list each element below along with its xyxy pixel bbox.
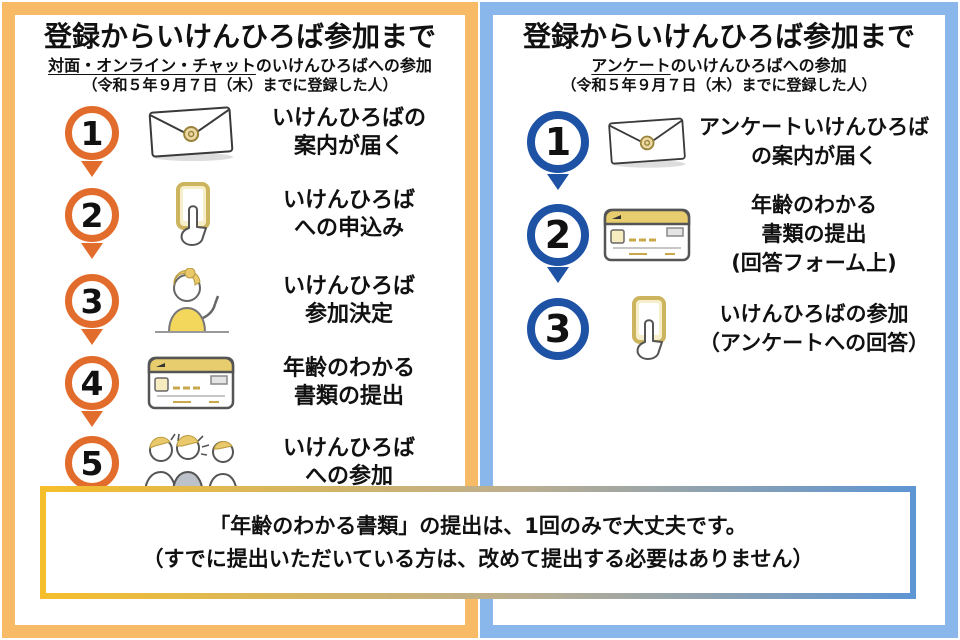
id-card-icon [599,206,695,264]
panel-subnote: （令和５年９月７日（木）までに登録した人） [82,76,398,94]
step-number-circle: 3 [527,298,589,360]
step-text-line: への参加 [304,464,393,489]
arrow-down-icon [547,174,569,190]
note-line: 「年齢のわかる書類」の提出は、1回のみで大丈夫です。 [209,513,747,538]
step-text-line: 参加決定 [304,302,393,327]
step-row: 2 年齢 [527,191,933,283]
left-panel: 登録からいけんひろば参加まで 対面・オンライン・チャットのいけんひろばへの参加 … [2,2,478,638]
step-text-line: いけんひろばの参加 [719,302,909,326]
subtitle-underlined: アンケート [591,56,671,75]
envelope-icon [135,104,247,162]
steps-list: 1 アンケートいけんひろば [527,111,933,362]
step-row: 5 [65,432,451,494]
subtitle-underlined: 対面・オンライン・チャット [48,56,256,75]
subtitle-rest: のいけんひろばへの参加 [255,56,432,75]
phone-tap-icon [135,182,247,248]
panel-subnote: （令和５年９月７日（木）までに登録した人） [561,76,877,94]
steps-list: 1 いけんひろばの 案内 [65,104,451,494]
note-line: （すでに提出いただいている方は、改めて提出する必要はありません） [142,546,814,571]
people-talking-icon [135,432,247,494]
person-decided-icon [135,268,247,334]
subtitle-rest: のいけんひろばへの参加 [670,56,847,75]
step-text-line: 案内が届く [293,134,404,159]
arrow-down-icon [81,161,103,177]
step-number-circle: 3 [65,274,119,328]
step-row: 1 いけんひろばの 案内 [65,104,451,177]
panel-subtitle: アンケートのいけんひろばへの参加 [501,55,937,76]
step-number-circle: 2 [527,203,589,266]
note-box: 「年齢のわかる書類」の提出は、1回のみで大丈夫です。 （すでに提出いただいている… [40,486,916,599]
step-text-line: への申込み [293,216,404,241]
step-row: 4 年齢 [65,354,451,427]
step-row: 2 いけんひろば への申込み [65,182,451,259]
arrow-down-icon [81,329,103,345]
step-text-line: 年齢のわかる [282,356,415,381]
step-text-line: いけんひろばの [271,106,426,131]
step-text-line: いけんひろば [282,188,415,213]
id-card-icon [135,354,247,412]
step-number-circle: 4 [65,356,119,410]
step-text-line: 年齢のわかる [751,193,877,217]
step-row: 1 アンケートいけんひろば [527,111,933,190]
step-number-circle: 1 [65,106,119,160]
step-row: 3 いけんひろば 参加決定 [65,268,451,345]
phone-tap-icon [599,296,695,362]
step-text-line: (回答フォーム上) [731,251,897,275]
step-text-line: （アンケートへの回答） [698,331,930,355]
page-title: 登録からいけんひろば参加まで [43,20,436,53]
step-text-line: 書類の提出 [761,222,867,246]
step-row: 3 いけんひろばの参加 （アンケートへの回答） [527,296,933,362]
arrow-down-icon [81,243,103,259]
step-text-line: いけんひろば [282,436,415,461]
arrow-down-icon [547,266,569,283]
arrow-down-icon [81,411,103,427]
step-text-line: アンケートいけんひろば [698,115,930,139]
envelope-icon [599,114,695,170]
step-text-line: いけんひろば [282,274,415,299]
step-number-circle: 5 [65,436,119,490]
step-number-circle: 2 [65,188,119,242]
step-text-line: の案内が届く [751,144,877,168]
page-title: 登録からいけんひろば参加まで [522,20,915,53]
panel-subtitle: 対面・オンライン・チャットのいけんひろばへの参加 [23,55,457,76]
step-number-circle: 1 [527,111,589,173]
step-text-line: 書類の提出 [293,384,404,409]
